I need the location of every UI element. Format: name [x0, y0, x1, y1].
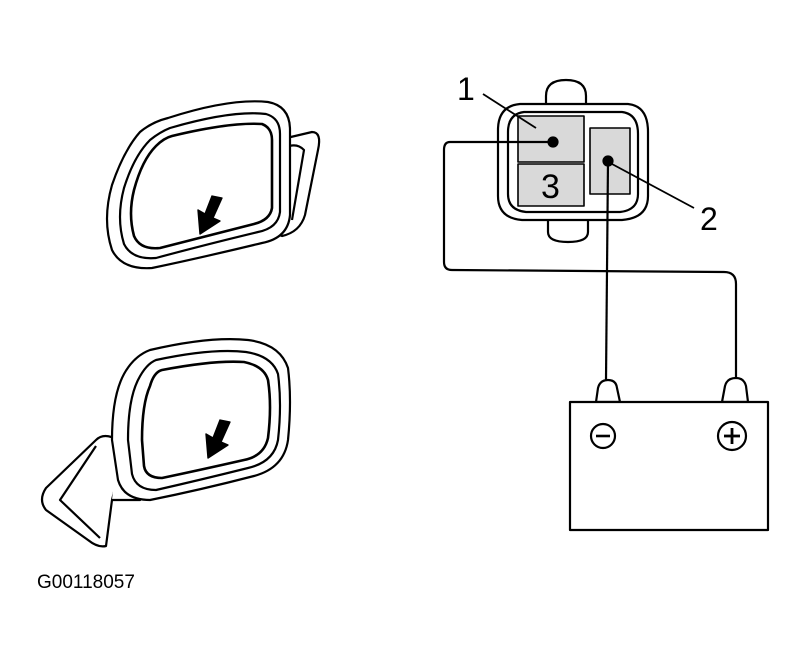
terminal-label-3: 3 — [541, 168, 560, 206]
battery-negative-post — [594, 378, 622, 404]
jumper-wires — [442, 140, 738, 381]
minus-circle-icon — [589, 422, 617, 450]
battery — [568, 376, 770, 532]
plus-circle-icon — [716, 420, 748, 452]
lower-mirror-base — [40, 434, 124, 548]
lower-mirror-glass — [140, 360, 272, 480]
arrow-down-left-icon — [197, 195, 223, 235]
arrow-down-left-icon — [205, 419, 231, 459]
callout-label-2: 2 — [700, 201, 718, 237]
upper-mirror-glass — [129, 122, 274, 250]
leader-1 — [482, 93, 537, 129]
connector-bottom-tab — [546, 216, 590, 244]
wire-negative — [604, 160, 610, 381]
battery-positive-post — [720, 376, 750, 404]
terminal-3-cavity — [517, 163, 585, 207]
leader-2 — [611, 163, 695, 209]
connector-top-tab — [544, 78, 588, 108]
wire-positive — [442, 140, 738, 380]
mirror-connector — [496, 78, 650, 244]
lower-mirror — [40, 338, 292, 548]
battery-case — [568, 400, 770, 532]
figure-id-code: G00118057 — [37, 572, 135, 593]
upper-mirror — [105, 100, 321, 270]
callout-label-1: 1 — [457, 71, 475, 107]
callout-leaders — [482, 93, 695, 209]
